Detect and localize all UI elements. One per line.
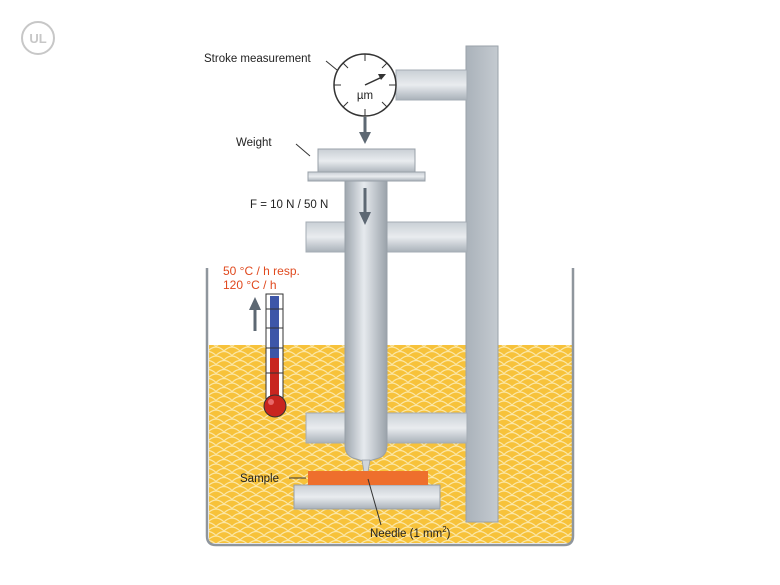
weight-top <box>317 148 416 174</box>
weight-leader-line <box>295 143 311 157</box>
sample-label: Sample <box>240 473 279 485</box>
down-arrow-icon <box>359 117 371 144</box>
force-arrow-icon <box>359 188 371 225</box>
needle-leader-line <box>367 478 382 526</box>
force-label: F = 10 N / 50 N <box>250 199 328 211</box>
heating-rate-line2: 120 °C / h <box>223 278 277 292</box>
stroke-leader-line <box>325 60 338 71</box>
stroke-measurement-label: Stroke measurement <box>204 53 312 65</box>
up-arrow-icon <box>249 297 261 331</box>
ul-logo-icon: UL <box>21 21 55 55</box>
gauge-unit-label: µm <box>357 90 373 102</box>
needle-label-text: Needle (1 mm <box>370 528 442 540</box>
sample <box>308 471 428 485</box>
needle-label-exponent: 2 <box>442 525 447 534</box>
heating-rate-line1: 50 °C / h resp. <box>223 264 300 278</box>
gauge-arm <box>395 69 468 101</box>
weight-base <box>307 171 426 182</box>
needle-label-close: ) <box>447 528 451 540</box>
thermometer-icon <box>263 293 287 418</box>
sample-holder <box>293 484 441 510</box>
stand-column <box>465 45 499 523</box>
needle-label: Needle (1 mm2) <box>370 525 451 540</box>
heating-bath-container <box>205 268 575 547</box>
heating-bath-liquid <box>209 345 572 543</box>
dial-gauge-icon <box>333 53 397 117</box>
ul-logo-text: UL <box>29 31 46 46</box>
weight-label: Weight <box>236 137 272 149</box>
